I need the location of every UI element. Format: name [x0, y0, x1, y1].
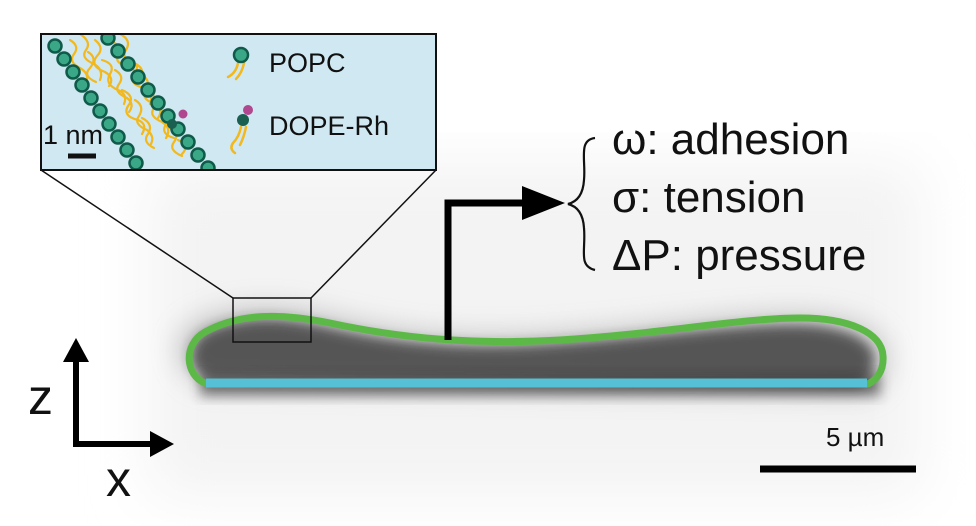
membrane-outline: [185, 312, 887, 388]
inset-scale-bar: 1 nm: [43, 120, 103, 159]
leaflet-left-heads: [47, 38, 144, 170]
scale-bar: 5 µm: [760, 422, 916, 473]
leaflet-right-heads: [100, 34, 216, 170]
lipid-bilayer: [47, 34, 216, 170]
zoom-connector-right: [310, 169, 437, 299]
parameter-brace: [567, 136, 596, 272]
legend-popc-label: POPC: [269, 48, 346, 78]
inset-scale-label: 1 nm: [43, 120, 103, 150]
inset-border: [40, 33, 437, 171]
scale-bar-label: 5 µm: [826, 422, 884, 452]
axis-indicator: z x: [28, 338, 174, 507]
legend-popc: POPC: [226, 46, 346, 81]
x-axis-arrowhead: [150, 431, 174, 457]
legend-dope-rh: DOPE-Rh: [230, 105, 389, 155]
z-axis-arrowhead: [63, 338, 89, 362]
zoom-connector-left: [40, 169, 234, 299]
param-pressure: ΔP: pressure: [612, 231, 866, 280]
zoom-box: [232, 297, 312, 343]
dope-rh-lipid-icon: [230, 105, 253, 155]
axis-label-z: z: [28, 369, 53, 425]
bilayer-inset: POPC DOPE-Rh 1 nm: [40, 33, 437, 171]
parameter-arrow: [444, 186, 565, 340]
axis-label-x: x: [106, 451, 131, 507]
param-adhesion: ω: adhesion: [612, 115, 849, 164]
param-tension: σ: tension: [612, 173, 806, 222]
dope-rh-in-bilayer: [167, 109, 188, 129]
legend-dope-rh-label: DOPE-Rh: [269, 111, 389, 141]
popc-lipid-icon: [226, 46, 250, 81]
